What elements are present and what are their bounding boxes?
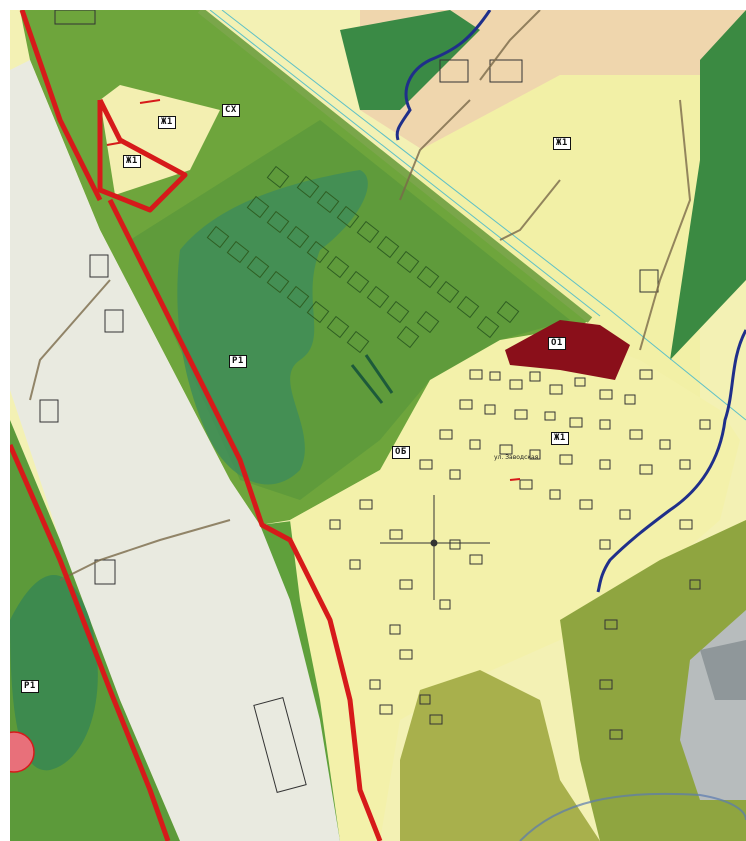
zone-label-zh1-top: Ж1 [553, 137, 571, 150]
zone-label-cx: СХ [222, 104, 240, 117]
zone-forest-strip-right [670, 10, 746, 360]
map-boundary-line [7, 9, 383, 841]
rail-line-c [609, 309, 746, 421]
zone-label-r1-center: Р1 [229, 355, 247, 368]
zone-label-r1-bottom-left: Р1 [21, 680, 39, 693]
red-mark-c [509, 478, 521, 481]
left-margin [0, 0, 10, 841]
rail-line-a [209, 9, 601, 317]
zone-industrial-inner [700, 640, 746, 700]
dirt-roads [29, 9, 692, 581]
red-mark-a [139, 99, 161, 104]
village-buildings [39, 9, 711, 793]
zone-recreation-patch [177, 170, 368, 485]
zone-label-ob: ОБ [392, 446, 410, 459]
forest-belt [197, 7, 593, 323]
zone-label-zh1-tri-b: Ж1 [123, 155, 141, 168]
zone-recreation-left [10, 575, 98, 771]
road-label: ул. Заводская [494, 454, 539, 461]
zone-label-o1: О1 [548, 337, 566, 350]
tree-row-a [350, 364, 384, 404]
zone-label-zh1-village: Ж1 [551, 432, 569, 445]
zone-public [505, 320, 630, 380]
stream-line [596, 329, 746, 593]
tree-row-b [364, 354, 394, 394]
survey-crosshair [380, 495, 490, 600]
zone-residential-top-right [420, 75, 700, 400]
zone-olive-bottom [400, 670, 600, 841]
river-line [395, 9, 492, 141]
zone-forest-strip-top [340, 10, 480, 110]
seal-arc [519, 792, 746, 841]
garden-plots-grid [206, 165, 520, 354]
top-margin [0, 0, 746, 10]
red-mark-b [106, 141, 125, 146]
zone-label-zh1-tri-a: Ж1 [158, 116, 176, 129]
